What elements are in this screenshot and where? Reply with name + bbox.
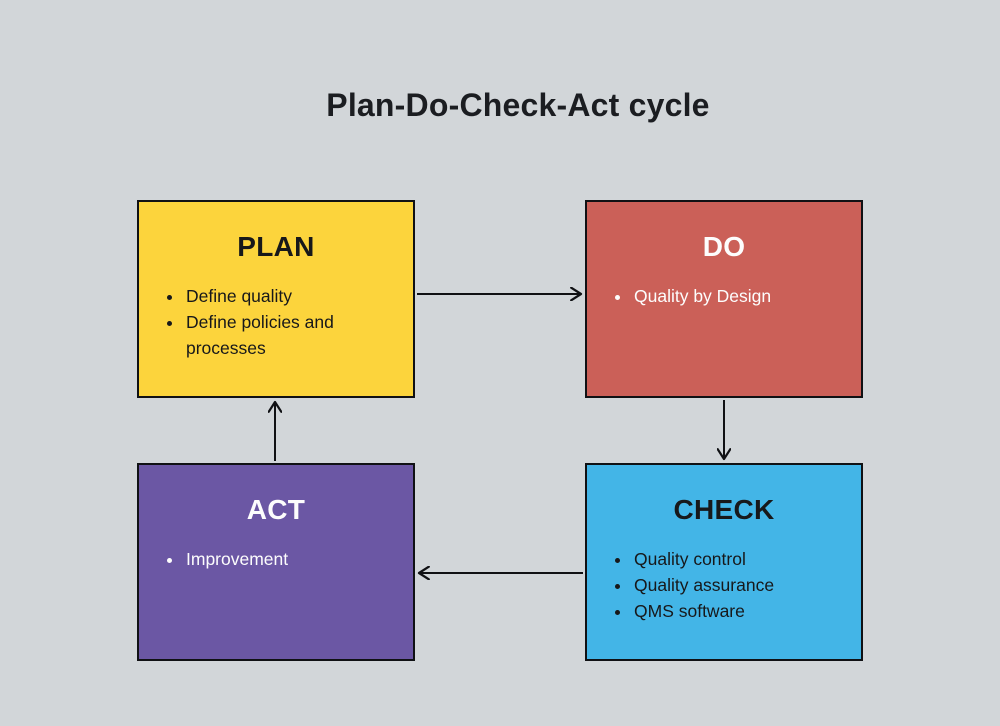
node-check-bullet: Quality assurance — [632, 572, 853, 598]
diagram-title: Plan-Do-Check-Act cycle — [326, 87, 710, 124]
node-check-title: CHECK — [673, 494, 775, 525]
node-do-title: DO — [702, 231, 746, 262]
node-plan-bullet: Define quality — [184, 283, 405, 309]
node-plan-bullet: Define policies and processes — [184, 309, 405, 361]
node-act-title: ACT — [246, 494, 306, 525]
node-plan-bullet-list: Define quality Define policies and proce… — [139, 283, 405, 361]
node-check-bullet: Quality control — [632, 546, 853, 572]
node-do-bullet-list: Quality by Design — [587, 283, 853, 309]
node-act-bullet: Improvement — [184, 546, 405, 572]
node-act: ACT Improvement — [137, 463, 415, 661]
node-do: DO Quality by Design — [585, 200, 863, 398]
node-check: CHECK Quality control Quality assurance … — [585, 463, 863, 661]
node-plan-title: PLAN — [237, 231, 315, 262]
node-check-bullet-list: Quality control Quality assurance QMS so… — [587, 546, 853, 624]
node-do-bullet: Quality by Design — [632, 283, 853, 309]
node-act-bullet-list: Improvement — [139, 546, 405, 572]
node-check-bullet: QMS software — [632, 598, 853, 624]
node-plan: PLAN Define quality Define policies and … — [137, 200, 415, 398]
